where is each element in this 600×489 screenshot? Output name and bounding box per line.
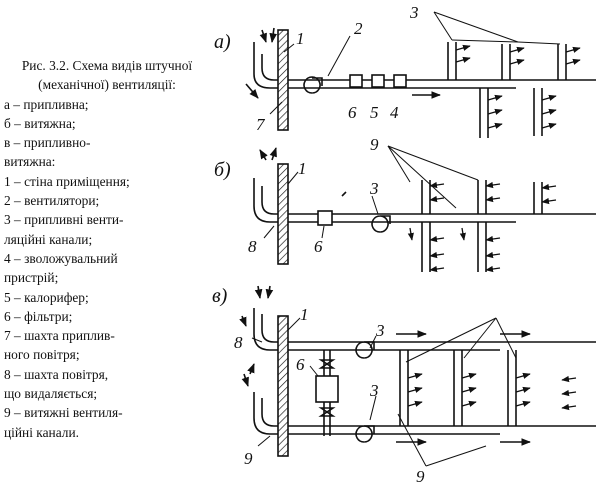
fan-b [371,215,391,233]
callout-a-5: 5 [370,103,379,122]
callout-c-8: 8 [234,333,243,352]
supply-branches-a [447,42,567,138]
panel-a-supply: а) [214,3,596,138]
fan-c-lower [355,425,375,443]
panel-b-exhaust: б) [214,135,596,273]
leaders-b [263,145,479,239]
leaders-a [269,11,561,115]
branch-arrows-c [407,372,577,411]
branches-c [399,350,517,426]
fan-2 [303,76,323,94]
callout-a-7: 7 [256,115,266,134]
panel-label-c: в) [212,285,228,307]
filter-c [315,375,339,403]
ventilation-diagram: а) [212,3,596,486]
wall-c [277,315,289,457]
outlet-arrows-a [455,44,581,129]
legend-item-6: 6 – фільтри; [4,308,73,324]
legend-item-5: 5 – калорифер; [4,289,89,305]
legend-item-7: 7 – шахта приплив- ного повітря; [4,328,115,363]
callout-a-3: 3 [409,3,419,22]
callout-b-1: 1 [298,159,307,178]
figure-caption: Рис. 3.2. Схема видів штучної (механічно… [4,56,210,442]
panel-label-a: а) [214,31,231,53]
panel-c-supply-exhaust: в) [212,285,596,486]
callout-a-6: 6 [348,103,357,122]
caption-title: Рис. 3.2. Схема видів штучної (механічно… [21,58,193,93]
callout-b-8: 8 [248,237,257,256]
wall-b [277,163,289,265]
callout-b-3: 3 [369,179,379,198]
leaders-c [251,317,517,467]
fan-c-upper [355,341,375,359]
inlet-arrows-b [407,181,557,273]
legend-item-9: 9 – витяжні вентиля- ційні канали. [4,405,123,440]
legend-item-3: 3 – припливні венти- ляційні канали; [4,212,124,247]
wall-a [277,29,289,131]
callout-c-6: 6 [296,355,305,374]
legend-item-4: 4 – зволожувальний пристрій; [4,250,118,286]
legend-item-b: б – витяжна; [4,115,76,131]
legend-item-8: 8 – шахта повітря, що видаляється; [4,366,109,402]
callout-c-3-upper: 3 [375,321,385,340]
supply-shaft-a [253,42,278,89]
exhaust-shaft-b [253,178,278,223]
valve-top-c [318,359,336,369]
callout-c-9-right: 9 [416,467,425,486]
humidifier-4 [393,74,407,88]
callout-c-1: 1 [300,305,309,324]
filter-b [317,210,333,226]
legend-item-c: в – припливно- витяжна: [4,135,91,170]
exhaust-shaft-c [253,308,278,351]
panel-label-b: б) [214,159,231,181]
callout-a-4: 4 [390,103,399,122]
filter-6 [349,74,363,88]
legend-item-a: а – припливна; [4,96,89,112]
heater-5 [371,74,385,88]
callout-c-9-left: 9 [244,449,253,468]
callout-c-3-lower: 3 [369,381,379,400]
callout-b-9: 9 [370,135,379,154]
callout-b-6: 6 [314,237,323,256]
valve-bottom-c [318,407,336,417]
callout-a-1: 1 [296,29,305,48]
legend-item-1: 1 – стіна приміщення; [4,173,130,189]
supply-shaft-c [253,392,278,435]
inlet-arrow-a2 [269,27,278,43]
callout-a-2: 2 [354,19,363,38]
inlet-arrow-a1 [259,29,267,43]
legend-item-2: 2 – вентилятори; [4,193,100,209]
